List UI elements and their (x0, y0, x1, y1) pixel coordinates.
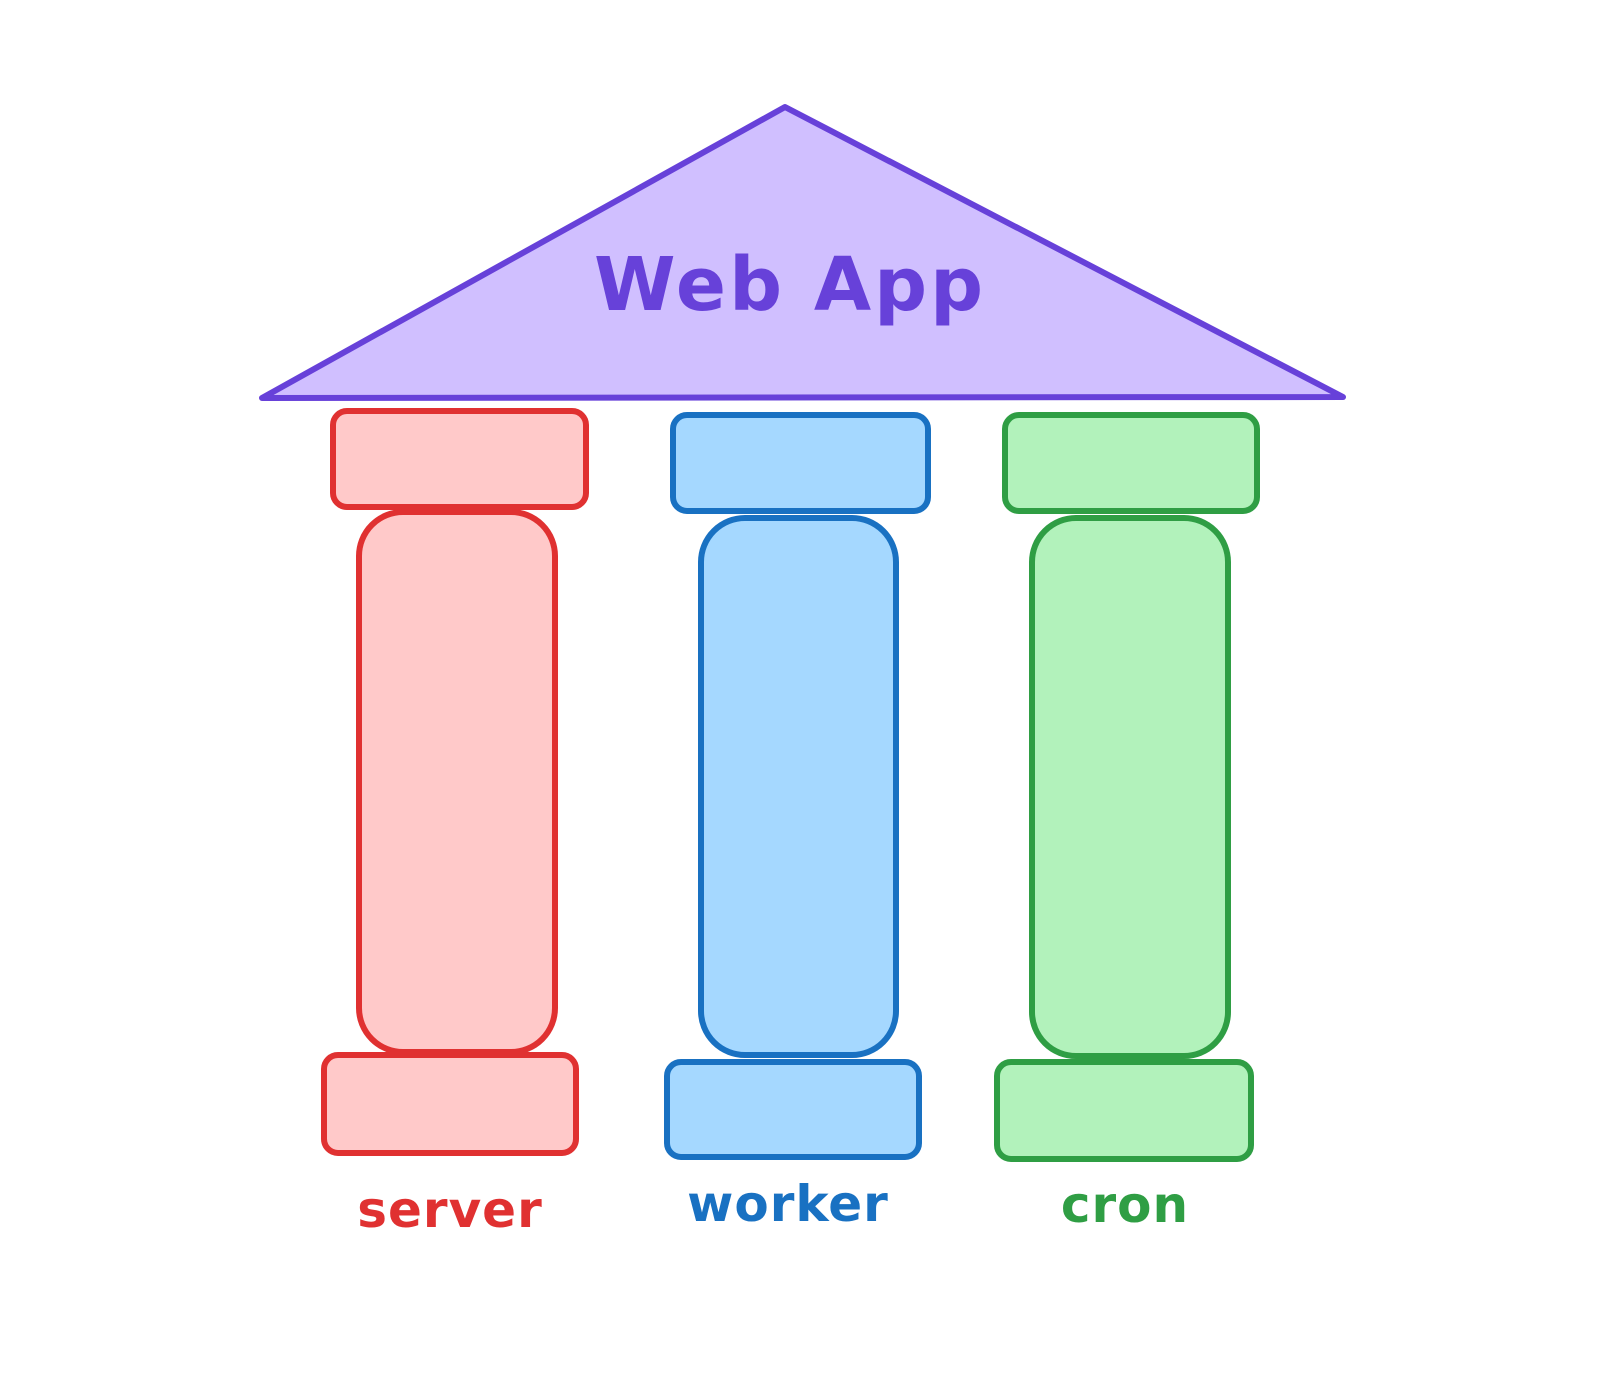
pillar-server: server (321, 408, 589, 1239)
roof: Web App (259, 104, 1346, 401)
pillar-server-base (321, 1052, 579, 1156)
pillar-cron-capital (1002, 412, 1260, 514)
pillar-cron-shaft (1029, 515, 1231, 1059)
pillar-worker-label: worker (687, 1175, 889, 1233)
pillar-worker-base (664, 1059, 922, 1160)
pillar-cron-label: cron (1061, 1176, 1189, 1234)
pillar-server-label: server (357, 1181, 543, 1239)
pillar-worker-shaft (698, 515, 899, 1058)
roof-label: Web App (594, 242, 986, 328)
pillar-cron: cron (994, 412, 1260, 1234)
pillar-server-capital (330, 408, 589, 510)
roof-triangle (259, 104, 1346, 401)
pillar-cron-base (994, 1059, 1254, 1162)
pillar-server-shaft (356, 509, 558, 1055)
pillar-worker: worker (664, 412, 931, 1233)
pillar-worker-capital (670, 412, 931, 514)
